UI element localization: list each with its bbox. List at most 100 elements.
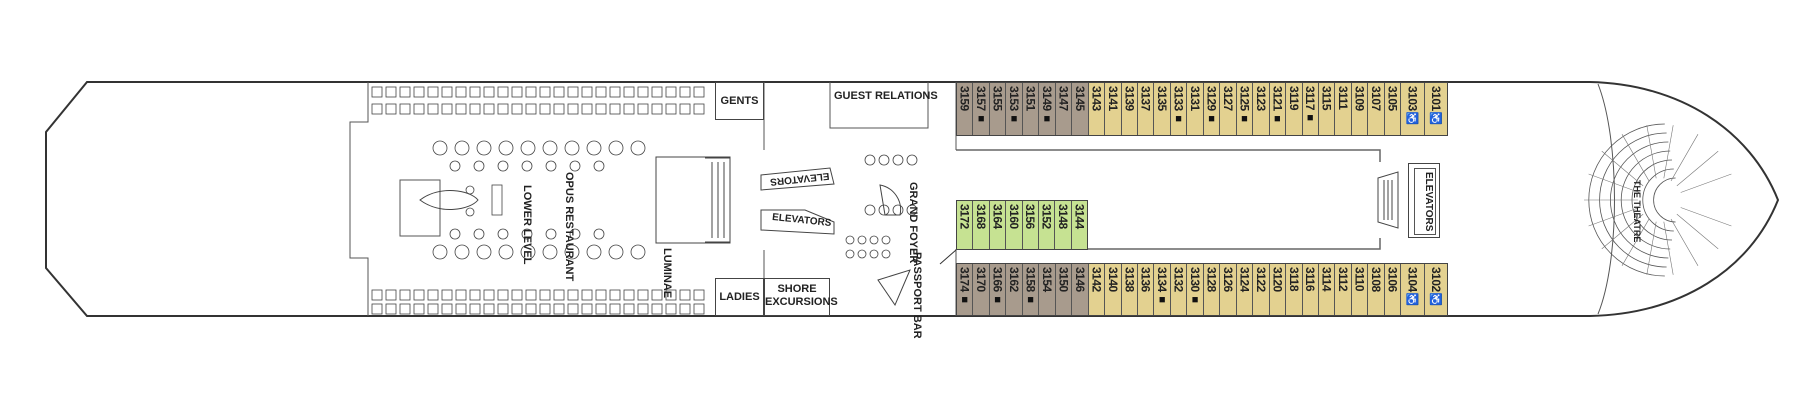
cabin[interactable]: 3127 (1220, 83, 1237, 135)
cabin-number: 3140 (1105, 267, 1120, 292)
cabin[interactable]: 3149■ (1039, 83, 1056, 135)
cabin[interactable]: 3116 (1302, 264, 1319, 315)
table-icon (399, 289, 411, 301)
cabin-number: 3136 (1138, 267, 1153, 292)
cabin[interactable]: 3111 (1335, 83, 1352, 135)
round-table-icon (906, 204, 918, 216)
cabin[interactable]: 3133■ (1170, 83, 1188, 135)
cabin[interactable]: 3134■ (1154, 264, 1171, 315)
cabin[interactable]: 3122 (1253, 264, 1270, 315)
cabin[interactable]: 3108 (1368, 264, 1385, 315)
cabin[interactable]: 3107 (1368, 83, 1385, 135)
table-icon (483, 289, 495, 301)
cabin[interactable]: 3155 (989, 83, 1007, 135)
cabin[interactable]: 3109 (1351, 83, 1369, 135)
table-icon (483, 86, 495, 98)
round-table-icon (857, 249, 867, 259)
cabin[interactable]: 3117■ (1302, 83, 1319, 135)
cabin[interactable]: 3137 (1137, 83, 1155, 135)
cabin[interactable]: 3157■ (973, 83, 990, 135)
cabin[interactable]: 3138 (1121, 264, 1138, 315)
cabin[interactable]: 3160 (1006, 201, 1023, 249)
table-icon (553, 86, 565, 98)
table-icon (595, 86, 607, 98)
cabin[interactable]: 3168 (973, 201, 990, 249)
elevator-bank-fwd-bottom (760, 209, 835, 235)
cabin[interactable]: 3125■ (1236, 83, 1254, 135)
cabin[interactable]: 3102♿ (1424, 264, 1448, 315)
cabin-number: 3174 (957, 267, 972, 292)
cabin[interactable]: 3174■ (957, 264, 974, 315)
cabin[interactable]: 3150 (1055, 264, 1073, 315)
connecting-square-icon: ■ (977, 112, 985, 125)
cabin[interactable]: 3172 (957, 201, 974, 249)
cabin[interactable]: 3158■ (1022, 264, 1040, 315)
round-table-icon (569, 160, 581, 172)
cabin[interactable]: 3101♿ (1424, 83, 1448, 135)
cabin[interactable]: 3166■ (989, 264, 1007, 315)
gents-room: GENTS (715, 82, 764, 120)
table-icon (553, 303, 565, 315)
cabin[interactable]: 3130■ (1187, 264, 1204, 315)
table-icon (665, 103, 677, 115)
cabin[interactable]: 3147 (1055, 83, 1073, 135)
cabin[interactable]: 3139 (1121, 83, 1138, 135)
table-icon (679, 303, 691, 315)
cabin[interactable]: 3129■ (1203, 83, 1221, 135)
cabin[interactable]: 3136 (1137, 264, 1155, 315)
cabin[interactable]: 3164 (989, 201, 1007, 249)
cabin-number: 3157 (974, 86, 989, 111)
cabin[interactable]: 3120 (1269, 264, 1287, 315)
cabin[interactable]: 3119 (1286, 83, 1303, 135)
cabin[interactable]: 3154 (1039, 264, 1056, 315)
cabin[interactable]: 3104♿ (1401, 264, 1425, 315)
cabin[interactable]: 3156 (1022, 201, 1039, 249)
cabin[interactable]: 3131 (1187, 83, 1204, 135)
cabin[interactable]: 3170 (973, 264, 990, 315)
table-icon (581, 303, 593, 315)
cabin[interactable]: 3112 (1335, 264, 1352, 315)
round-table-icon (881, 235, 891, 245)
round-table-icon (542, 244, 558, 260)
wheelchair-icon: ♿ (1405, 293, 1420, 306)
cabin[interactable]: 3151 (1022, 83, 1040, 135)
table-icon (693, 289, 705, 301)
cabin[interactable]: 3118 (1286, 264, 1303, 315)
cabin[interactable]: 3153■ (1006, 83, 1023, 135)
cabin[interactable]: 3140 (1105, 264, 1122, 315)
cabin[interactable]: 3105 (1384, 83, 1402, 135)
cabin[interactable]: 3145 (1072, 83, 1089, 135)
cabin[interactable]: 3144 (1071, 201, 1087, 249)
cabin[interactable]: 3128 (1203, 264, 1221, 315)
cabin[interactable]: 3110 (1351, 264, 1369, 315)
table-icon (483, 103, 495, 115)
cabin[interactable]: 3135 (1154, 83, 1171, 135)
cabin-number: 3109 (1352, 86, 1367, 111)
ladies-label: LADIES (719, 291, 760, 303)
cabin[interactable]: 3103♿ (1401, 83, 1425, 135)
cabin[interactable]: 3114 (1318, 264, 1336, 315)
seat-aisle (1646, 125, 1657, 179)
cabin[interactable]: 3115 (1318, 83, 1336, 135)
cabin[interactable]: 3142 (1088, 264, 1106, 315)
cabin-number: 3126 (1220, 267, 1235, 292)
cabin[interactable]: 3152 (1038, 201, 1056, 249)
cabin[interactable]: 3121■ (1269, 83, 1287, 135)
table-icon (567, 289, 579, 301)
cabin[interactable]: 3126 (1220, 264, 1237, 315)
cabin[interactable]: 3146 (1072, 264, 1089, 315)
cabin[interactable]: 3141 (1105, 83, 1122, 135)
round-table-icon (473, 228, 485, 240)
cabin[interactable]: 3106 (1384, 264, 1402, 315)
cabin[interactable]: 3132 (1170, 264, 1188, 315)
cabin[interactable]: 3123 (1253, 83, 1270, 135)
cabin[interactable]: 3143 (1088, 83, 1106, 135)
cabin[interactable]: 3159 (957, 83, 974, 135)
table-icon (693, 303, 705, 315)
cabin[interactable]: 3148 (1055, 201, 1072, 249)
seat-aisle (1646, 221, 1657, 275)
cabin[interactable]: 3124 (1236, 264, 1254, 315)
cabin-number: 3104 (1405, 267, 1420, 292)
cabin[interactable]: 3162 (1006, 264, 1023, 315)
table-icon (665, 86, 677, 98)
